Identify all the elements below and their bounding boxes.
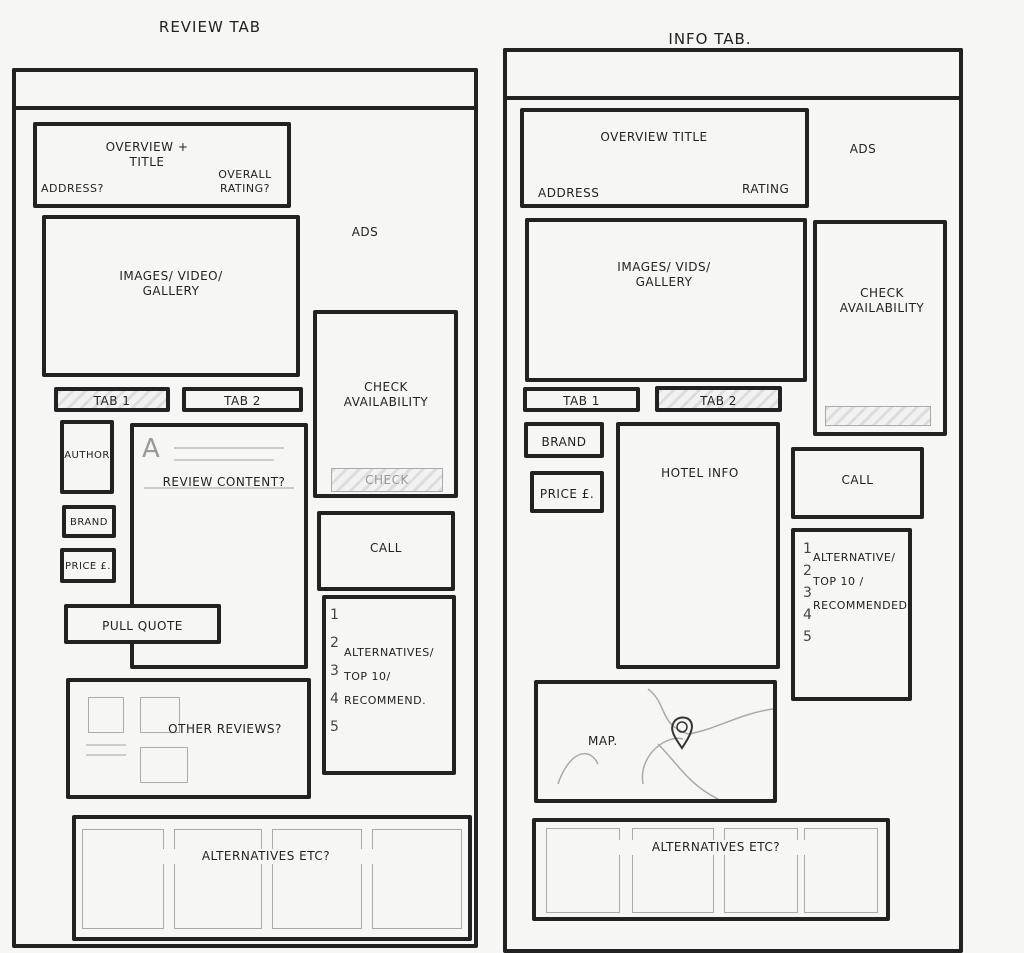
- pull-quote-box: Pull Quote: [64, 604, 221, 644]
- check-availability-label: Check Availability: [343, 380, 429, 409]
- rank-2: 2: [330, 635, 339, 651]
- review-overview-box: Overview + Title Address? Overall Rating…: [33, 122, 291, 208]
- alternative-card[interactable]: [632, 828, 714, 913]
- tab-2[interactable]: Tab 2: [655, 386, 782, 412]
- check-button[interactable]: [825, 406, 931, 426]
- alternatives-footer-label: Alternatives etc?: [616, 840, 816, 855]
- review-thumbnail: [140, 747, 188, 783]
- text-line: [86, 744, 126, 746]
- alternatives-list-box: 1 2 3 4 5 Alternative/ Top 10 / Recommen…: [791, 528, 912, 701]
- brand-label: Brand: [70, 517, 108, 528]
- rank-4: 4: [330, 691, 339, 707]
- brand-label: Brand: [541, 435, 587, 449]
- tab-1-label: Tab 1: [563, 394, 600, 408]
- review-thumbnail: [88, 697, 124, 733]
- price-box: Price £.: [60, 548, 116, 583]
- alternatives-list-label: Alternatives/ Top 10/ Recommend.: [344, 646, 434, 707]
- gallery-label: Images/ Video/ Gallery: [119, 269, 223, 298]
- overview-address: Address?: [41, 182, 104, 195]
- price-label: Price £.: [539, 487, 595, 501]
- check-availability-box: Check Availability Check: [313, 310, 458, 498]
- tab-2[interactable]: Tab 2: [182, 387, 303, 412]
- hotel-info-box: Hotel Info: [616, 422, 780, 669]
- review-content-label: Review Content?: [162, 475, 286, 489]
- map-label: Map.: [588, 734, 618, 749]
- check-availability-box: Check Availability: [813, 220, 947, 436]
- info-tab-heading: Info Tab.: [668, 30, 752, 48]
- alternatives-list-box: 1 2 3 4 5 Alternatives/ Top 10/ Recommen…: [322, 595, 456, 775]
- hotel-info-label: Hotel Info: [661, 466, 739, 480]
- rank-numbers: 1 2 3 4 5: [803, 538, 812, 648]
- check-button[interactable]: Check: [331, 468, 443, 492]
- review-content-box: A Review Content?: [130, 423, 308, 669]
- text-line: [144, 487, 294, 489]
- drop-cap-glyph: A: [142, 434, 161, 464]
- text-line: [174, 459, 274, 461]
- review-tab-heading: Review Tab: [158, 18, 262, 36]
- map-pin-icon: [671, 716, 693, 750]
- call-label: Call: [370, 541, 402, 555]
- brand-box: Brand: [524, 422, 604, 458]
- map-box[interactable]: Map.: [534, 680, 777, 803]
- overview-title: Overview + Title: [105, 140, 189, 169]
- call-label: Call: [841, 473, 874, 487]
- alternatives-footer-label: Alternatives etc?: [146, 849, 386, 864]
- review-browser-header: [12, 68, 478, 110]
- rank-2: 2: [803, 563, 812, 579]
- overview-address: Address: [538, 186, 600, 200]
- overview-rating: Overall Rating?: [218, 168, 272, 195]
- price-label: Price £.: [65, 561, 111, 572]
- ads-area: Ads: [351, 225, 379, 239]
- call-box[interactable]: Call: [791, 447, 924, 519]
- pull-quote-label: Pull Quote: [102, 619, 183, 633]
- ads-area: Ads: [849, 142, 877, 156]
- check-button-label: Check: [365, 473, 409, 487]
- alternatives-list-label: Alternative/ Top 10 / Recommended: [813, 551, 908, 612]
- alternative-card[interactable]: [546, 828, 620, 913]
- rank-1: 1: [330, 607, 339, 623]
- text-line: [174, 447, 284, 449]
- rank-1: 1: [803, 541, 812, 557]
- rank-5: 5: [803, 629, 812, 645]
- map-roads: [557, 688, 773, 799]
- brand-box: Brand: [62, 505, 116, 538]
- overview-title: Overview Title: [600, 130, 708, 144]
- overview-rating: Rating: [742, 182, 790, 196]
- info-browser-header: [503, 48, 963, 100]
- rank-4: 4: [803, 607, 812, 623]
- text-line: [86, 754, 126, 756]
- alternative-card[interactable]: [724, 828, 798, 913]
- check-availability-label: Check Availability: [839, 286, 925, 315]
- alternative-card[interactable]: [174, 829, 262, 929]
- alternatives-carousel: Alternatives etc?: [532, 818, 890, 921]
- tab-2-label: Tab 2: [224, 394, 261, 408]
- rank-3: 3: [803, 585, 812, 601]
- review-gallery[interactable]: Images/ Video/ Gallery: [42, 215, 300, 377]
- author-box: Author: [60, 420, 114, 494]
- info-gallery[interactable]: Images/ Vids/ Gallery: [525, 218, 807, 382]
- alternative-card[interactable]: [372, 829, 462, 929]
- alternative-card[interactable]: [804, 828, 878, 913]
- alternative-card[interactable]: [82, 829, 164, 929]
- review-thumbnail: [140, 697, 180, 733]
- tab-1[interactable]: Tab 1: [523, 387, 640, 412]
- rank-3: 3: [330, 663, 339, 679]
- alternative-card[interactable]: [272, 829, 362, 929]
- gallery-label: Images/ Vids/ Gallery: [617, 260, 711, 289]
- other-reviews-box: Other Reviews?: [66, 678, 311, 799]
- call-box[interactable]: Call: [317, 511, 455, 591]
- rank-numbers: 1 2 3 4 5: [330, 601, 339, 741]
- tab-1[interactable]: Tab 1: [54, 387, 170, 412]
- alternatives-carousel: Alternatives etc?: [72, 815, 472, 941]
- info-overview-box: Overview Title Address Rating: [520, 108, 809, 208]
- tab-2-label: Tab 2: [700, 394, 737, 408]
- price-box: Price £.: [530, 471, 604, 513]
- tab-1-label: Tab 1: [93, 394, 131, 408]
- other-reviews-label: Other Reviews?: [168, 722, 282, 736]
- rank-5: 5: [330, 719, 339, 735]
- author-label: Author: [64, 450, 110, 461]
